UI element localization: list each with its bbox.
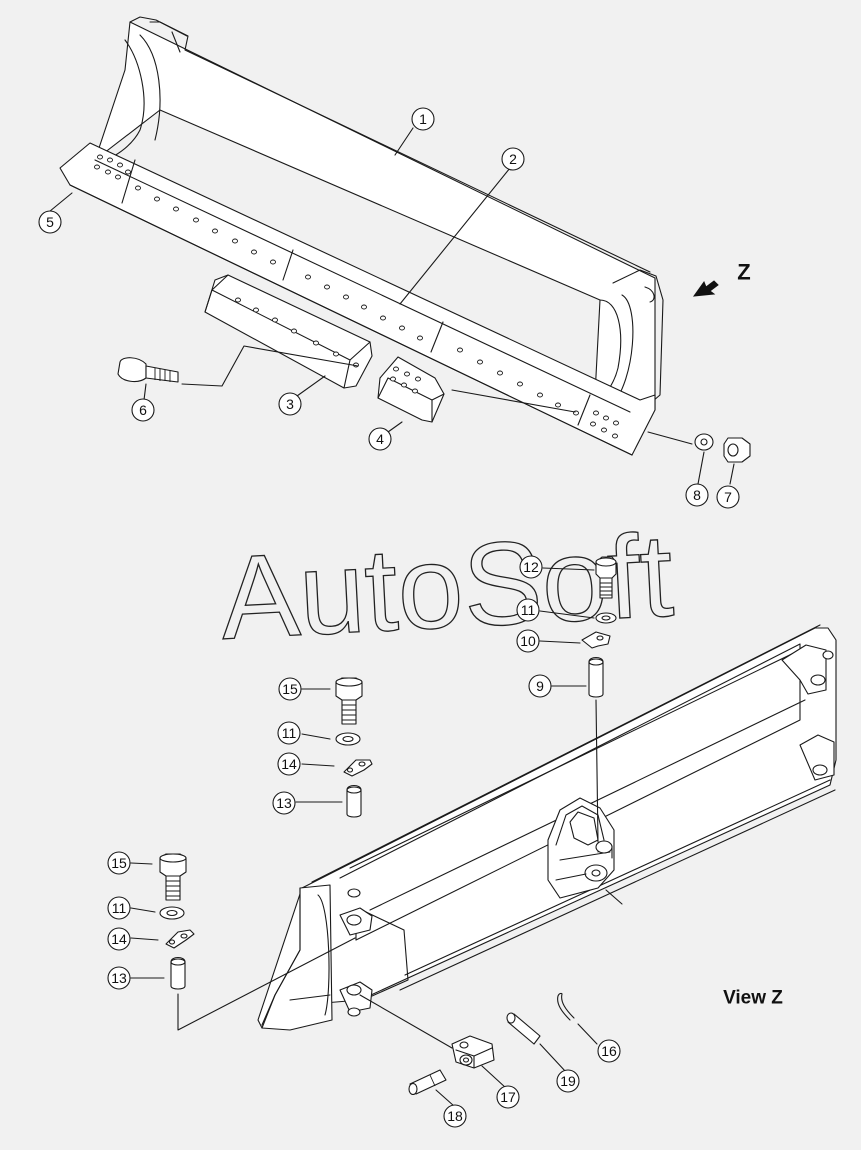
callouts: 1 2 5 6 3 4 8 7 12 11 10 9 15 11 14 13 1… (38, 107, 740, 1128)
callout-11-a: 11 (277, 721, 301, 745)
callout-10: 10 (516, 629, 540, 653)
part-9-pin (588, 656, 604, 698)
callout-15-a: 15 (278, 677, 302, 701)
callout-3: 3 (278, 392, 302, 416)
callout-1: 1 (411, 107, 435, 131)
svg-text:8: 8 (693, 487, 701, 503)
callout-5: 5 (38, 210, 62, 234)
pin-9-guide-line (595, 699, 599, 843)
part-16-cotter-pin (557, 992, 575, 1021)
svg-text:4: 4 (376, 431, 384, 447)
callout-14-b: 14 (107, 927, 131, 951)
svg-text:11: 11 (112, 900, 127, 916)
view-z-label: Z (737, 260, 750, 285)
moldboard (94, 21, 656, 421)
svg-text:12: 12 (523, 559, 539, 575)
part-15-bolt-a (335, 677, 363, 725)
callout-12: 12 (519, 555, 543, 579)
svg-text:13: 13 (111, 970, 127, 986)
svg-text:6: 6 (139, 402, 147, 418)
callout-14-a: 14 (277, 752, 301, 776)
callout-9: 9 (528, 674, 552, 698)
lower-leader-lines (130, 567, 598, 1107)
part-4-end-bit (377, 356, 445, 423)
svg-text:11: 11 (521, 602, 536, 618)
part-3-edge-section (204, 274, 373, 389)
callout-18: 18 (443, 1104, 467, 1128)
part-15-bolt-b (159, 853, 187, 901)
svg-text:2: 2 (509, 151, 517, 167)
part-11-washer-upper (595, 612, 617, 624)
part-19-pin (506, 1012, 541, 1045)
callout-2: 2 (501, 147, 525, 171)
clevis-guide-line (359, 994, 453, 1049)
cutting-edge-holes (94, 154, 619, 439)
callout-17: 17 (496, 1085, 520, 1109)
svg-text:15: 15 (111, 855, 127, 871)
svg-text:10: 10 (520, 633, 536, 649)
upper-leader-lines (43, 127, 735, 485)
part-6-plow-bolt (117, 357, 179, 383)
svg-text:1: 1 (419, 111, 427, 127)
view-z-arrow: Z (692, 260, 751, 297)
svg-text:9: 9 (536, 678, 544, 694)
callout-13-a: 13 (272, 791, 296, 815)
part-11-washer-a (335, 732, 361, 746)
pin-13-guide-line (177, 937, 356, 1031)
part-11-washer-b (159, 906, 185, 920)
view-caption: View Z (723, 988, 783, 1009)
svg-text:18: 18 (447, 1108, 463, 1124)
svg-text:5: 5 (46, 214, 54, 230)
callout-16: 16 (597, 1039, 621, 1063)
part-14-lock-plate-b (165, 929, 195, 949)
svg-text:7: 7 (724, 489, 732, 505)
svg-text:14: 14 (111, 931, 127, 947)
svg-text:16: 16 (601, 1043, 617, 1059)
part-13-pin-b (170, 956, 186, 990)
blade-assembly (59, 16, 751, 463)
callout-4: 4 (368, 427, 392, 451)
part-8-washer (694, 433, 714, 451)
part-7-nut (723, 437, 751, 463)
callout-15-b: 15 (107, 851, 131, 875)
svg-text:19: 19 (560, 1073, 576, 1089)
callout-11-upper: 11 (516, 598, 540, 622)
svg-text:17: 17 (500, 1089, 516, 1105)
svg-text:3: 3 (286, 396, 294, 412)
callout-11-b: 11 (107, 896, 131, 920)
blade-rear-view (257, 624, 837, 1031)
callout-7: 7 (716, 485, 740, 509)
callout-19: 19 (556, 1069, 580, 1093)
svg-text:15: 15 (282, 681, 298, 697)
part-17-clevis (451, 1035, 495, 1069)
part-13-pin-a (346, 784, 362, 818)
part-14-lock-plate-a (343, 759, 373, 777)
part-12-bolt (595, 556, 617, 599)
part-10-lock-plate-upper (581, 631, 611, 649)
callout-13-b: 13 (107, 966, 131, 990)
part-18-pin (408, 1069, 447, 1096)
callout-6: 6 (131, 398, 155, 422)
callout-8: 8 (685, 483, 709, 507)
svg-text:11: 11 (282, 725, 297, 741)
svg-text:13: 13 (276, 795, 292, 811)
svg-text:14: 14 (281, 756, 297, 772)
